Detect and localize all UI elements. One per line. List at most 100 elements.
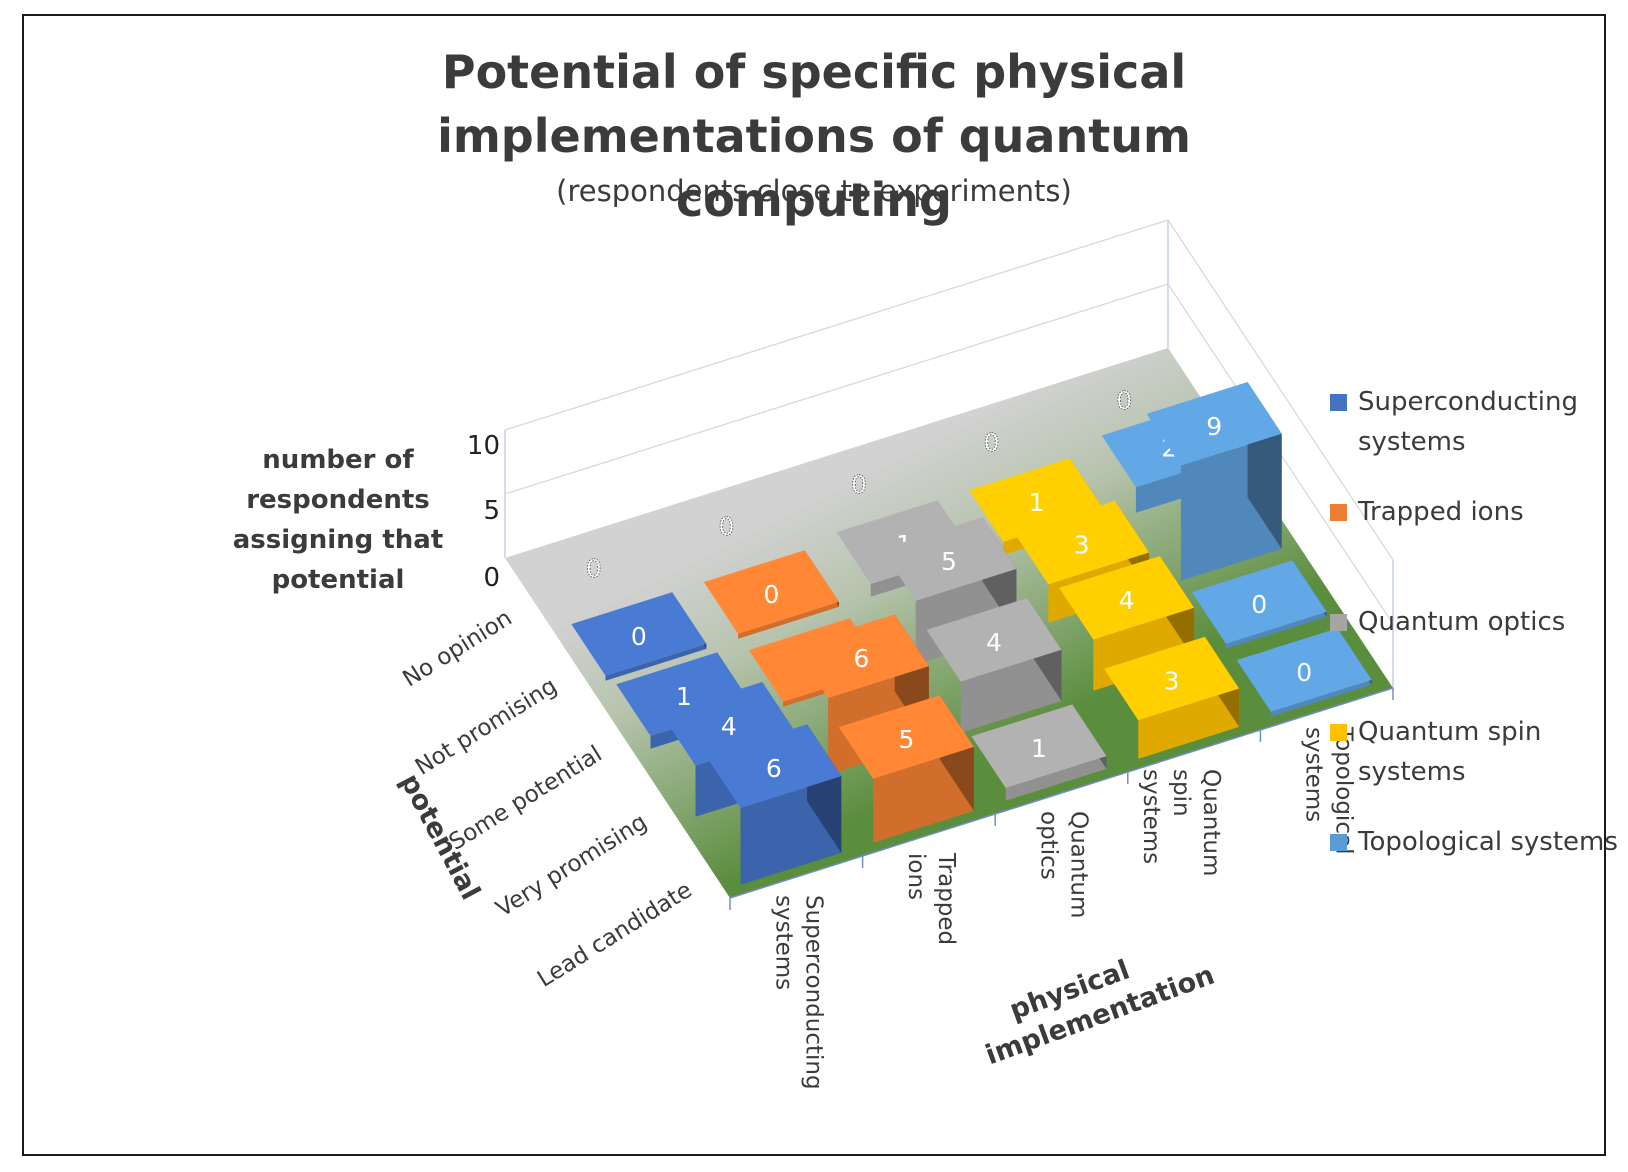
bar-topological-systems: 9 xyxy=(1146,382,1282,581)
legend-item: Quantum spin systems xyxy=(1330,712,1620,822)
bar-data-label: 0 xyxy=(1251,590,1267,619)
legend-swatch xyxy=(1330,834,1347,851)
category-label: Not promising xyxy=(411,673,562,781)
bar-top xyxy=(793,614,929,698)
bar-front xyxy=(1225,611,1327,649)
gridline xyxy=(504,219,1394,561)
bar-front xyxy=(738,601,839,639)
bar-data-label: 1 xyxy=(676,682,692,711)
bar-top xyxy=(1191,560,1327,644)
legend-label: Topological systems xyxy=(1358,827,1618,857)
chart-title: Potential of specific physical implement… xyxy=(437,45,1191,227)
bar-data-label: 0 xyxy=(1296,658,1312,687)
legend-label: Superconducting systems xyxy=(1358,387,1578,457)
bar-top xyxy=(706,724,842,808)
gridline xyxy=(504,283,1394,625)
bar-top xyxy=(1146,382,1282,466)
category-label: Lead candidate xyxy=(533,877,697,993)
bar-data-label: 1 xyxy=(1029,488,1045,517)
bar-top xyxy=(1014,500,1150,585)
chart-subtitle: (respondents close to experiments) xyxy=(556,174,1072,208)
y-axis-label: number of respondents assigning that pot… xyxy=(232,445,444,595)
legend-item: Quantum optics xyxy=(1330,602,1620,712)
bar-top xyxy=(571,592,707,676)
bar-data-label: 3 xyxy=(1164,667,1180,696)
bar-superconducting-systems: 0 xyxy=(585,554,602,584)
bar-quantum-optics: 0 xyxy=(851,470,868,500)
bar-quantum-spin-systems: 0 xyxy=(983,428,1000,458)
bar-superconducting-systems: 0 xyxy=(571,592,707,681)
bar-trapped-ions: 0 xyxy=(703,550,839,639)
x-tick-label: Quantumoptics xyxy=(1036,811,1092,918)
legend-swatch xyxy=(1330,724,1347,741)
x-axis-label: physicalimplementation xyxy=(970,928,1219,1072)
y-tick-label: 10 xyxy=(466,431,500,461)
bar-data-label: 9 xyxy=(1206,412,1222,441)
bar-data-label: 0 xyxy=(631,622,647,651)
bar-front xyxy=(960,649,1062,733)
legend-label: Quantum spin systems xyxy=(1358,717,1542,787)
x-tick-label: Trappedions xyxy=(903,852,959,945)
bar-top xyxy=(1104,636,1240,721)
category-label: Some potential xyxy=(445,741,607,856)
legend-swatch xyxy=(1330,394,1347,411)
bar-data-label: 6 xyxy=(853,644,869,673)
bar-data-label: 5 xyxy=(941,547,957,576)
legend-swatch xyxy=(1330,614,1347,631)
bar-quantum-optics: 1 xyxy=(971,704,1107,801)
bar-topological-systems: 0 xyxy=(1116,386,1133,416)
bar-data-label: 0 xyxy=(718,512,734,541)
bar-data-label: 3 xyxy=(1074,531,1090,560)
bar-front xyxy=(1270,679,1372,717)
bar-data-label: 6 xyxy=(766,754,782,783)
bar-top xyxy=(1236,628,1372,712)
y-tick-label: 0 xyxy=(483,563,500,593)
x-tick-label: Superconductingsystems xyxy=(770,895,826,1090)
bar-front xyxy=(1138,688,1240,759)
x-axis-line xyxy=(729,687,1394,899)
bar-data-label: 1 xyxy=(1031,734,1047,763)
legend-label: Trapped ions xyxy=(1358,497,1524,527)
bar-quantum-spin-systems: 3 xyxy=(1104,636,1240,759)
bar-topological-systems: 0 xyxy=(1236,628,1372,717)
legend-label: Quantum optics xyxy=(1358,607,1566,637)
bar-data-label: 0 xyxy=(851,470,867,499)
bar-trapped-ions: 0 xyxy=(718,512,735,542)
bar-top xyxy=(661,682,797,766)
x-tick-label: Topologicalsystems xyxy=(1301,726,1357,854)
bar-top xyxy=(1059,556,1195,640)
bar-trapped-ions: 5 xyxy=(838,695,974,843)
bar-data-label: 5 xyxy=(898,725,914,754)
bar-top xyxy=(881,517,1017,601)
bar-data-label: 0 xyxy=(1116,386,1132,415)
bar-top xyxy=(969,458,1105,542)
bar-data-label: 0 xyxy=(763,580,779,609)
bar-top xyxy=(926,598,1062,682)
legend-item: Trapped ions xyxy=(1330,492,1620,602)
legend-swatch xyxy=(1330,504,1347,521)
x-tick-label: Quantumspinsystems xyxy=(1138,769,1224,876)
legend-item: Superconducting systems xyxy=(1330,382,1620,492)
y-tick-label: 5 xyxy=(483,496,500,526)
bar-data-label: 0 xyxy=(984,428,1000,457)
bar-top xyxy=(838,695,974,779)
bar-data-label: 0 xyxy=(586,554,602,583)
bar-data-label: 4 xyxy=(721,712,737,741)
legend-item: Topological systems xyxy=(1330,822,1620,932)
bar-top xyxy=(703,550,839,634)
bar-topological-systems: 0 xyxy=(1191,560,1327,649)
bar-data-label: 4 xyxy=(986,628,1002,657)
bar-top xyxy=(971,704,1107,788)
chart-walls xyxy=(504,219,1394,688)
chart-legend: Superconducting systems Trapped ions Qua… xyxy=(1330,382,1620,932)
bar-quantum-optics: 4 xyxy=(926,598,1062,733)
chart-bars: 0000000112105394644065130 xyxy=(571,382,1372,885)
bar-top xyxy=(616,652,752,736)
bar-superconducting-systems: 6 xyxy=(706,724,842,885)
category-label: Very promising xyxy=(492,809,652,922)
category-label: No opinion xyxy=(398,605,516,692)
bar-data-label: 4 xyxy=(1119,586,1135,615)
bar-front xyxy=(605,643,707,681)
bar-front xyxy=(1005,756,1107,801)
